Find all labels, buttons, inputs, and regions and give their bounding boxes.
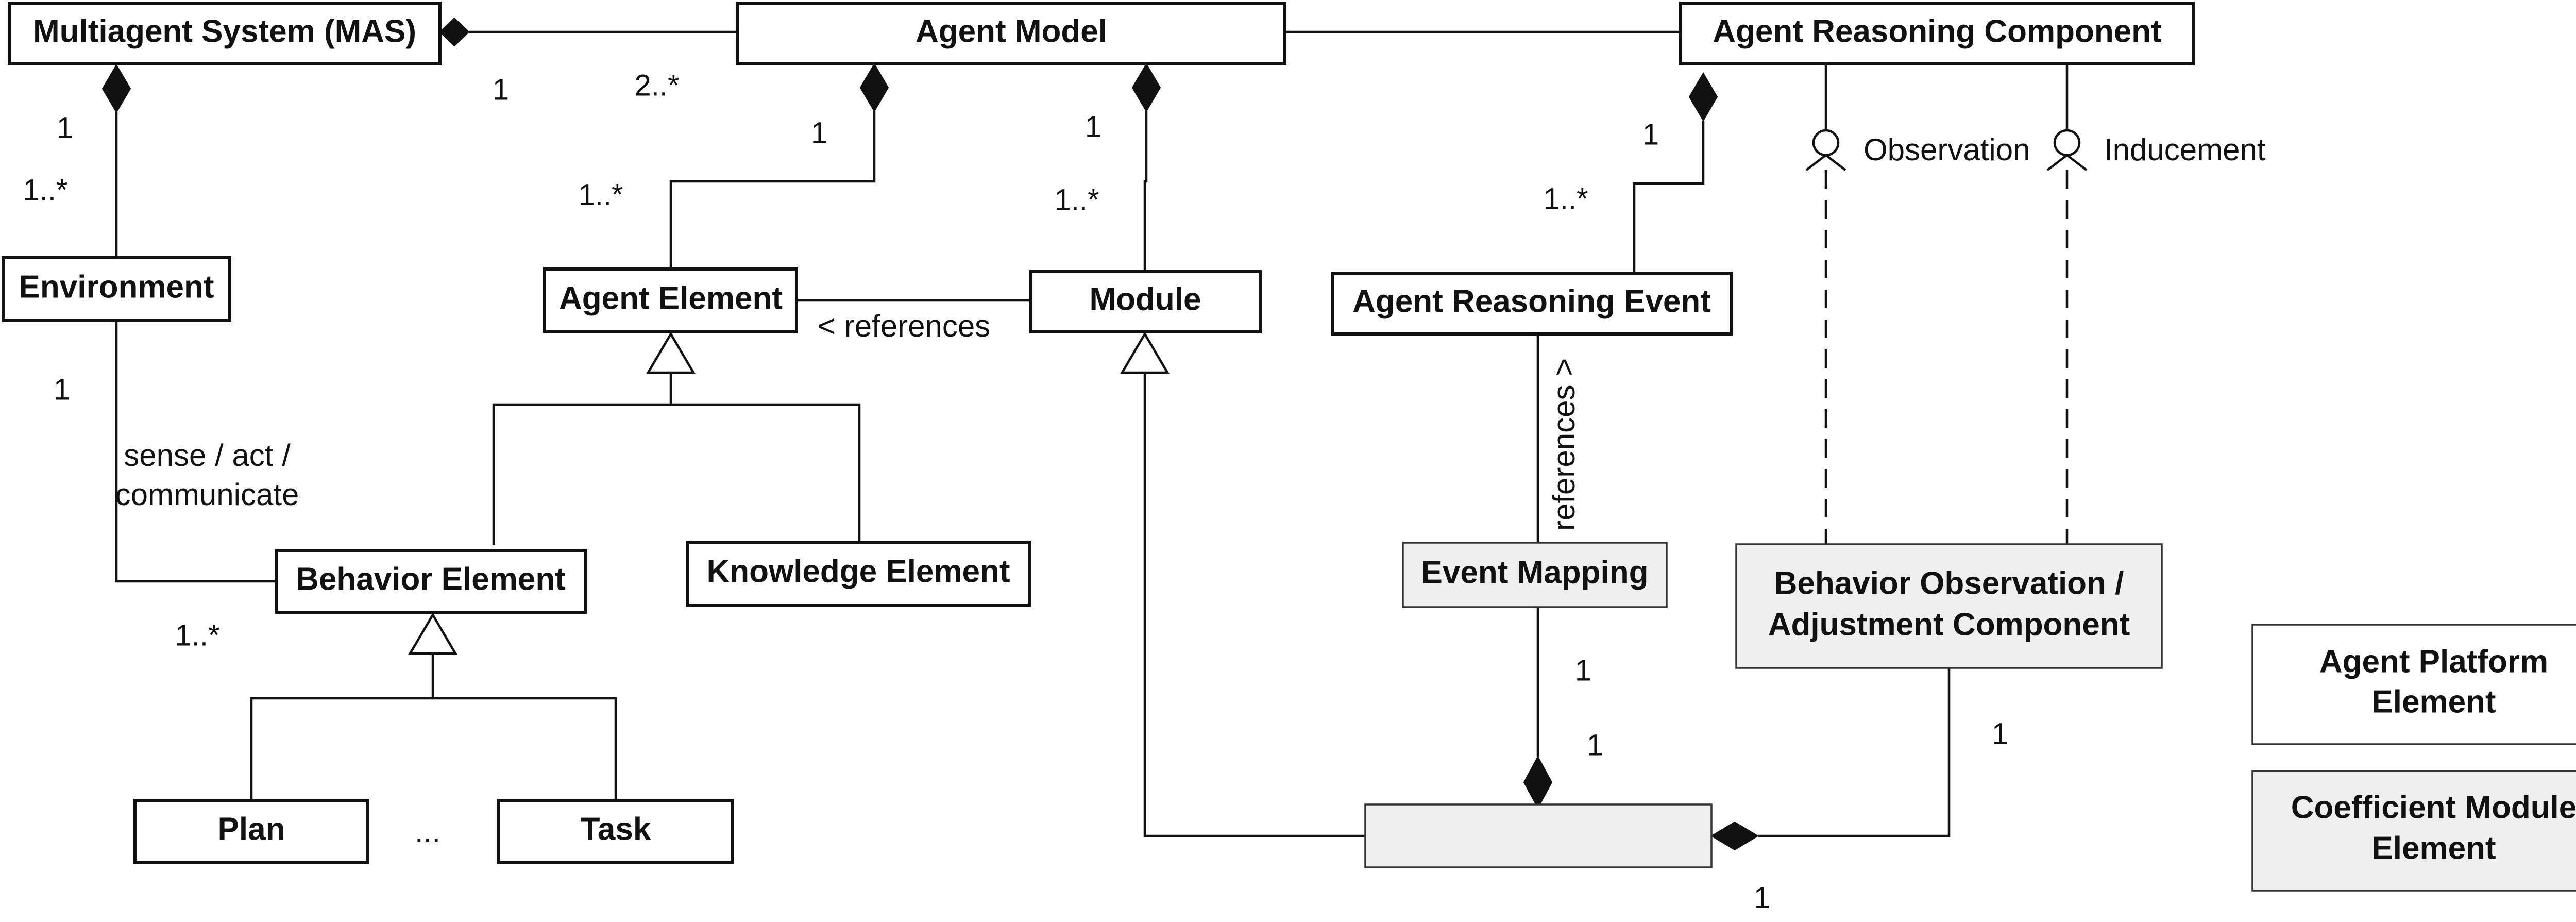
triangle-agent-element [646, 331, 696, 374]
mult-mas-env-top: 1 [57, 111, 73, 144]
edge-gen-module [1143, 373, 1365, 837]
observation-interface-icon [1805, 129, 1846, 171]
edge-gen-agent-element-branches [492, 403, 861, 545]
mult-am-module-bottom: 1..* [1054, 183, 1099, 216]
mult-arc-event-bottom: 1..* [1543, 182, 1588, 215]
class-behavior-element-label: Behavior Element [296, 561, 566, 597]
label-inducement: Inducement [2104, 132, 2266, 167]
composition-diamonds [101, 17, 1759, 851]
class-plan-label: Plan [218, 811, 285, 847]
legend-platform-line1: Agent Platform [2319, 644, 2548, 679]
label-references-event: references > [1547, 358, 1581, 531]
label-observation: Observation [1863, 132, 2030, 167]
legend-platform-line2: Element [2371, 684, 2496, 719]
class-reasoning-event: Agent Reasoning Event [1331, 272, 1733, 336]
mult-behavior-env: 1..* [175, 618, 219, 652]
legend-coefficient-line1: Coefficient Module [2291, 790, 2576, 825]
class-plan: Plan [133, 799, 369, 864]
class-agent-model: Agent Model [736, 2, 1286, 65]
class-module-label: Module [1090, 281, 1201, 317]
legend-coefficient-line2: Element [2371, 830, 2496, 866]
mult-am-element-top: 1 [811, 116, 827, 149]
label-references-module: < references [818, 309, 990, 343]
class-mas-label: Multiagent System (MAS) [33, 13, 416, 49]
diamond-coefficient-mapping [1523, 755, 1553, 810]
class-task-label: Task [581, 811, 651, 847]
triangle-module [1120, 331, 1170, 374]
class-observation-component: Behavior Observation / Adjustment Compon… [1735, 543, 2163, 669]
legend-platform-element: Agent Platform Element [2251, 624, 2576, 745]
association-lines [115, 30, 2069, 837]
mult-coef-obs: 1 [1754, 881, 1770, 914]
mult-mapping-coef-bottom: 1 [1587, 728, 1603, 762]
edge-agent-model-agent-element [669, 111, 876, 269]
label-sense-act-line2: communicate [115, 477, 299, 512]
class-agent-model-label: Agent Model [916, 13, 1107, 49]
class-environment: Environment [2, 256, 231, 322]
class-task: Task [497, 799, 734, 864]
class-coefficient-module [1364, 803, 1713, 868]
mult-arc-event-top: 1 [1642, 118, 1659, 151]
mult-mas-agent-model: 1 [493, 73, 509, 106]
diamond-mas-right [439, 17, 470, 47]
inducement-interface-icon [2046, 129, 2088, 171]
edge-gen-behavior-branches [250, 697, 617, 800]
class-event-mapping: Event Mapping [1402, 542, 1668, 608]
mult-am-module-top: 1 [1085, 110, 1101, 143]
mult-am-element-bottom: 1..* [578, 178, 623, 211]
class-mas: Multiagent System (MAS) [8, 2, 442, 65]
edge-observation-coefficient [1758, 668, 1951, 837]
class-reasoning-event-label: Agent Reasoning Event [1352, 283, 1711, 319]
class-agent-element: Agent Element [543, 267, 798, 333]
class-knowledge-element: Knowledge Element [686, 541, 1031, 607]
mult-env-behavior: 1 [54, 373, 70, 406]
generalization-triangles [408, 331, 1170, 655]
mult-obs-coef: 1 [1992, 717, 2008, 750]
diamond-mas-bottom [101, 64, 131, 113]
edge-environment-behavior [115, 321, 277, 583]
diamond-agent-model-element [859, 63, 889, 112]
label-sense-act-line1: sense / act / [124, 438, 291, 473]
class-agent-element-label: Agent Element [559, 280, 783, 316]
class-reasoning-component: Agent Reasoning Component [1679, 2, 2195, 65]
diamond-coefficient-observation [1710, 821, 1759, 851]
class-knowledge-element-label: Knowledge Element [706, 554, 1010, 589]
edge-agent-model-module [1143, 111, 1148, 272]
class-event-mapping-label: Event Mapping [1421, 555, 1649, 590]
class-behavior-element: Behavior Element [275, 549, 587, 614]
mult-agent-model-mas: 2..* [634, 69, 679, 102]
class-environment-label: Environment [19, 269, 214, 305]
diamond-agent-model-module [1131, 63, 1161, 112]
class-observation-component-line2: Adjustment Component [1768, 607, 2130, 642]
subclass-ellipsis: ... [415, 814, 440, 849]
diamond-reasoning-event [1688, 72, 1718, 122]
mult-mapping-coef-top: 1 [1575, 653, 1591, 687]
triangle-behavior-element [408, 612, 457, 655]
class-module: Module [1029, 270, 1262, 333]
mult-mas-env-bottom: 1..* [23, 173, 67, 207]
class-reasoning-component-label: Agent Reasoning Component [1713, 13, 2161, 49]
edge-reasoning-event [1633, 121, 1705, 273]
legend-coefficient-element: Coefficient Module Element [2251, 770, 2576, 892]
class-observation-component-line1: Behavior Observation / [1774, 565, 2124, 601]
